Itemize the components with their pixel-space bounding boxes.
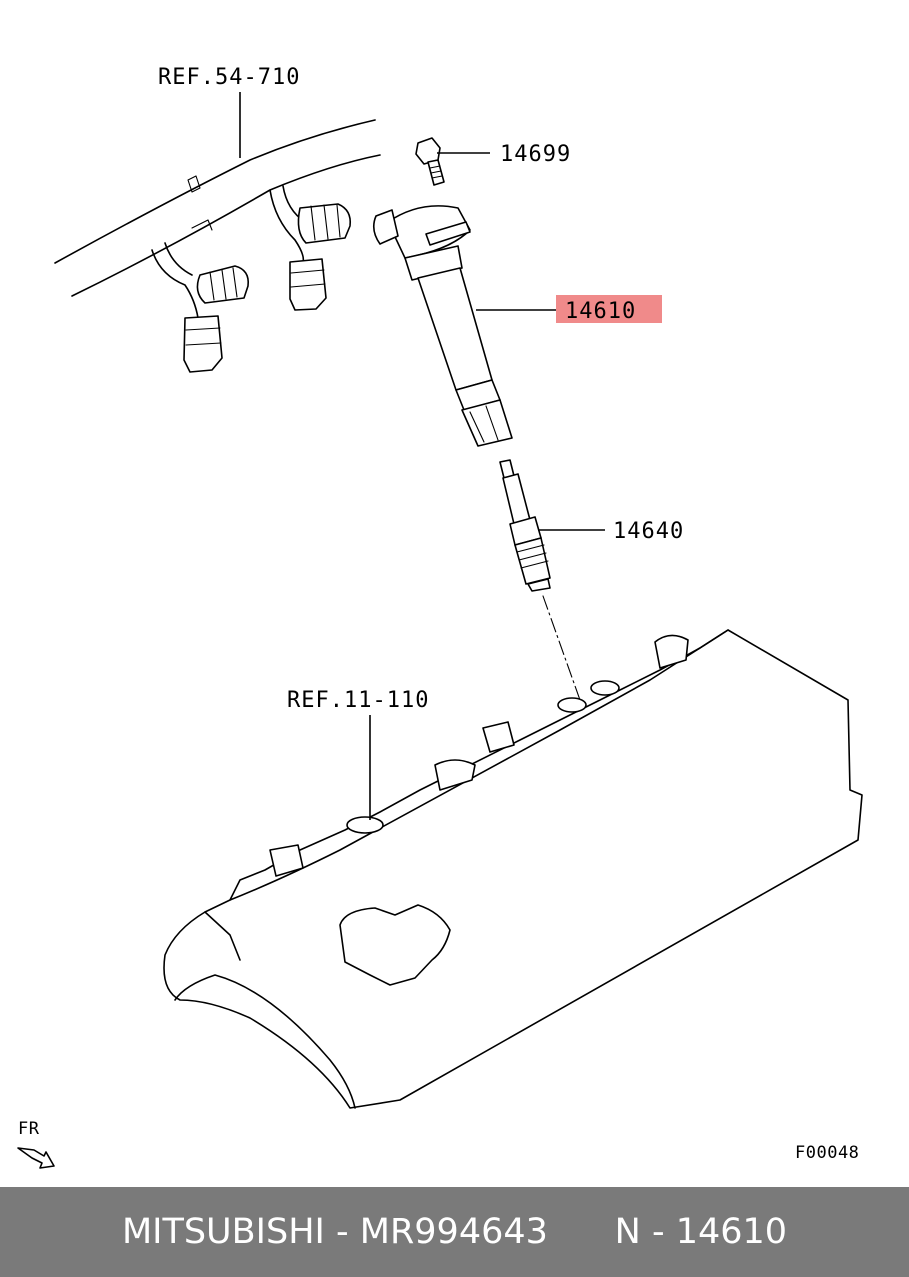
cylinder-head-cover — [163, 629, 863, 1109]
coil-callout-label: 14610 — [565, 299, 636, 324]
spark-plug-part — [499, 459, 551, 592]
front-direction-indicator: FR — [17, 1119, 55, 1169]
parts-diagram: REF.54-710 14699 14610 14640 REF.11-110 … — [17, 65, 863, 1169]
ref-head-label: REF.11-110 — [287, 688, 429, 713]
footer-separator: - — [324, 1212, 360, 1252]
part-info-footer: MITSUBISHI - MR994643 N - 14610 — [0, 1187, 909, 1277]
wiring-harness — [54, 119, 381, 373]
plug-callout-label: 14640 — [613, 519, 684, 544]
bolt-callout-label: 14699 — [500, 142, 571, 167]
bolt-part — [415, 137, 445, 186]
highlight-box — [556, 295, 662, 323]
alignment-line — [542, 595, 581, 701]
ref-harness-label: REF.54-710 — [158, 65, 300, 90]
direction-label: FR — [18, 1119, 40, 1139]
ignition-coil-part — [372, 205, 513, 447]
footer-brand: MITSUBISHI — [121, 1212, 325, 1252]
figure-code: F00048 — [795, 1143, 859, 1163]
footer-ref-number: N - 14610 — [614, 1212, 788, 1252]
direction-arrow-icon — [17, 1147, 55, 1169]
footer-part-number: MR994643 — [359, 1212, 548, 1252]
